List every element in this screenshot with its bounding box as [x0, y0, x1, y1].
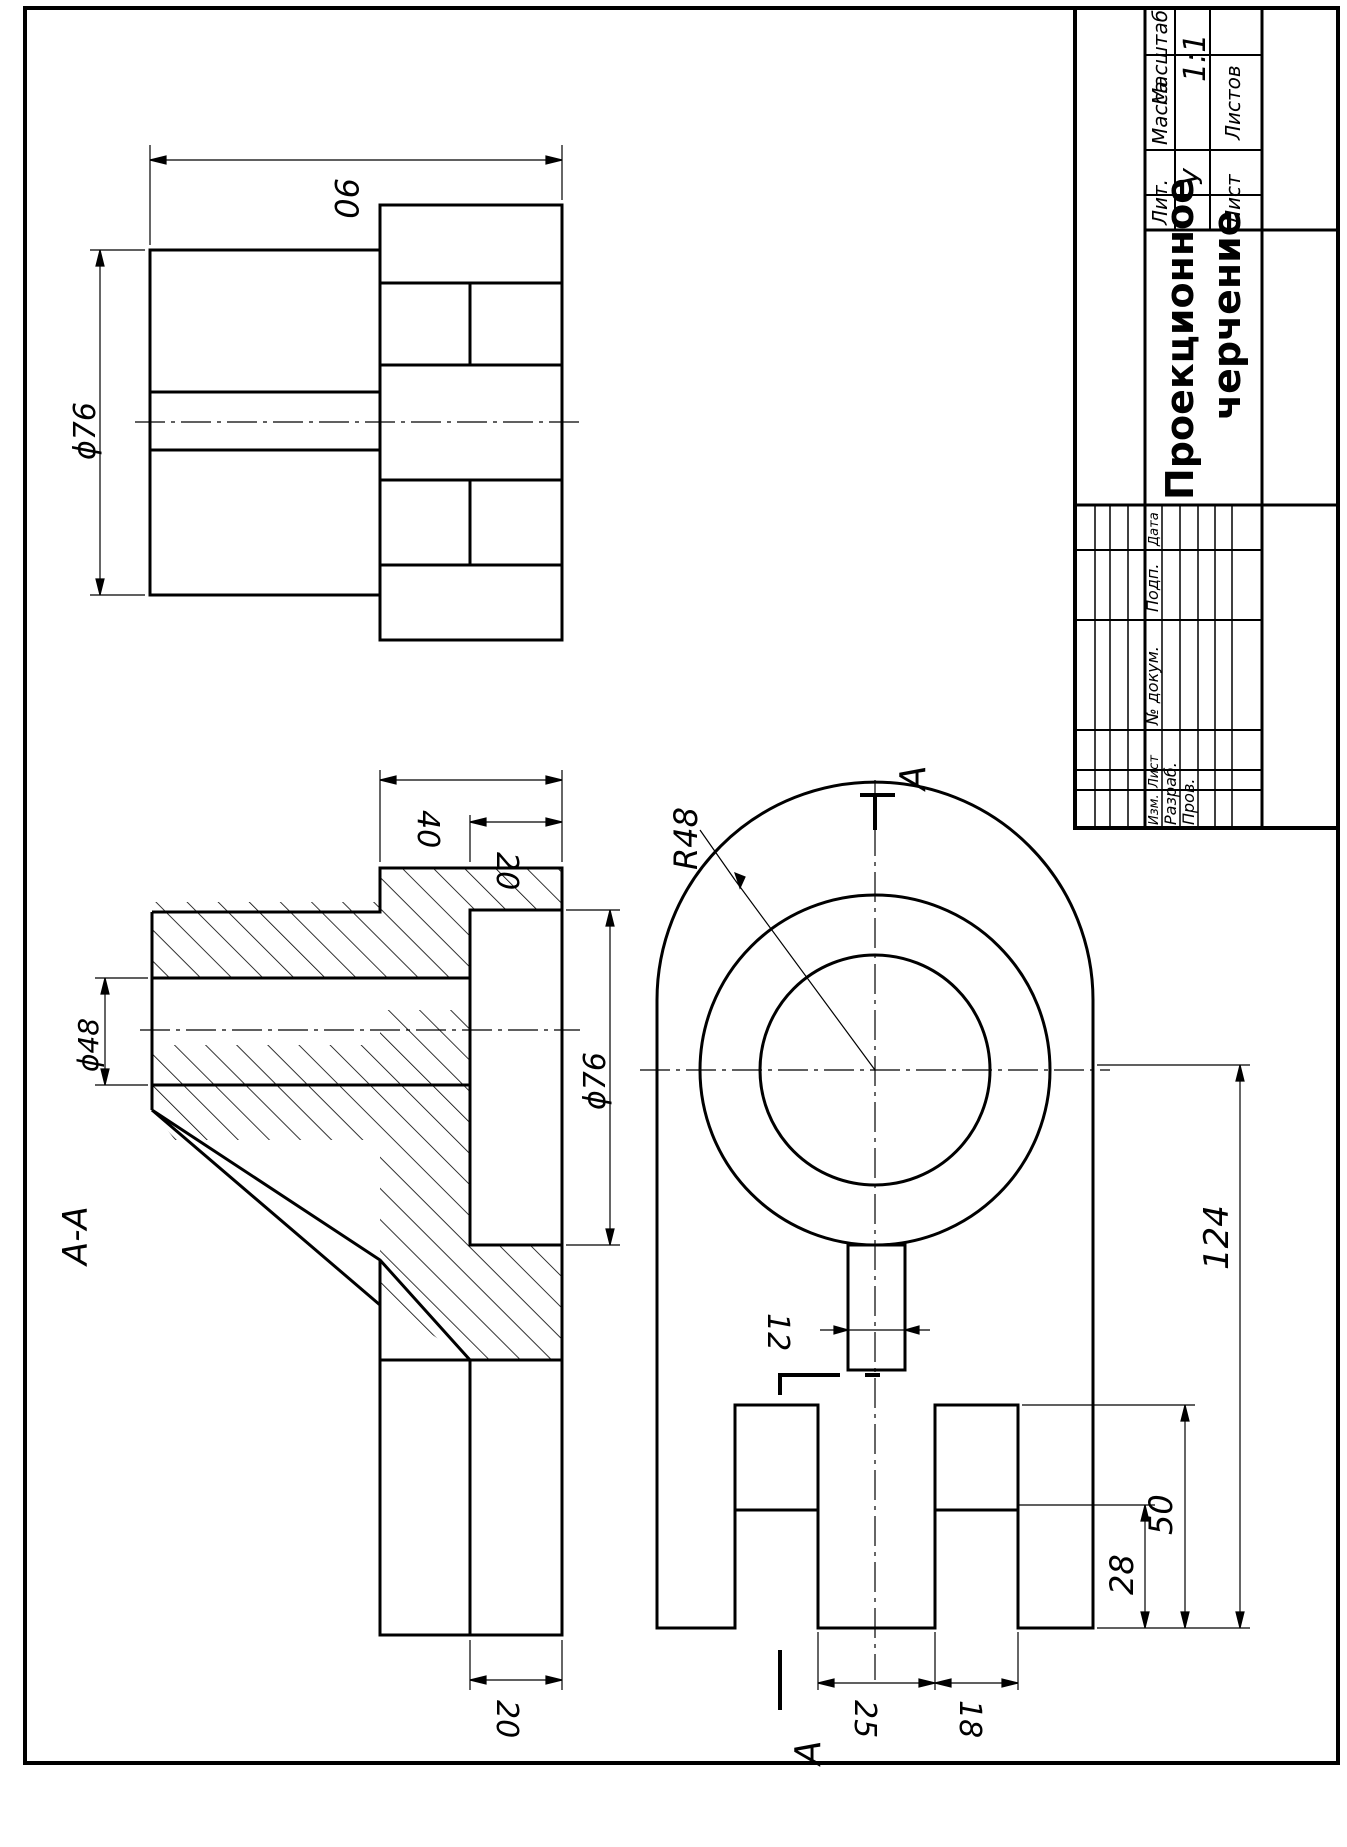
- dim-top-28: 28: [1103, 1554, 1141, 1595]
- cut-marker-top: A: [893, 765, 934, 792]
- dim-section-base: 20: [489, 1700, 524, 1738]
- dim-top-slot: 25: [847, 1700, 882, 1738]
- tb-col-list: Лист: [1147, 755, 1162, 789]
- title-block: [1073, 6, 1340, 830]
- top-view-rib: [846, 1243, 907, 1372]
- tb-row-checker: Пров.: [1179, 779, 1198, 826]
- dim-top-radius: R48: [667, 807, 705, 870]
- top-view-outline: [655, 780, 1095, 1630]
- dim-section-bore: ϕ48: [72, 1018, 105, 1072]
- section-hatch-upper: [152, 868, 470, 978]
- dim-top-wall: 18: [952, 1700, 987, 1738]
- dim-top-rib: 12: [760, 1313, 795, 1351]
- tb-col-izm: Изм.: [1147, 794, 1162, 825]
- tb-mass-header: Масса: [1148, 81, 1172, 145]
- sheet-frame: [23, 6, 1340, 1765]
- tb-col-date: Дата: [1147, 512, 1162, 547]
- side-view-dimensions: [90, 145, 563, 596]
- dim-section-step: 20: [489, 852, 524, 890]
- title-line-2: черчение: [1205, 210, 1249, 420]
- section-dimensions: [95, 770, 620, 1690]
- tb-col-sign: Подп.: [1143, 564, 1162, 612]
- dim-side-diameter: ϕ76: [68, 402, 103, 460]
- tb-col-doc: № докум.: [1143, 646, 1162, 726]
- tb-row-developer: Разраб.: [1161, 762, 1180, 825]
- section-a-a: [150, 866, 564, 1637]
- cutting-plane-markers: [778, 793, 895, 1710]
- dim-side-length: 90: [327, 178, 365, 219]
- section-hatch-lower: [152, 1010, 562, 1360]
- dim-section-height: 40: [410, 810, 445, 848]
- dim-section-counterbore: ϕ76: [578, 1052, 613, 1110]
- tb-lit-value: У: [1179, 167, 1209, 185]
- tb-sheet-label: Лист: [1221, 173, 1245, 226]
- tb-sheets-label: Листов: [1221, 65, 1245, 141]
- tb-lit-header: Лит.: [1148, 179, 1172, 226]
- top-view-centerlines: [640, 780, 1110, 1680]
- section-label: A-A: [56, 1206, 96, 1267]
- tb-scale-value: 1:1: [1178, 34, 1213, 82]
- cut-marker-bottom: A: [788, 1740, 829, 1767]
- drawing-text: A-A 90 ϕ76 40 20 ϕ48 ϕ76 20 R48 12 25 18…: [56, 10, 1249, 1767]
- dim-top-50: 50: [1142, 1494, 1180, 1535]
- tb-scale-header: Масштаб: [1148, 10, 1172, 105]
- title-line-1: Проекционное: [1158, 178, 1202, 500]
- top-view-dimensions: [699, 829, 1250, 1690]
- dim-top-124: 124: [1197, 1205, 1237, 1270]
